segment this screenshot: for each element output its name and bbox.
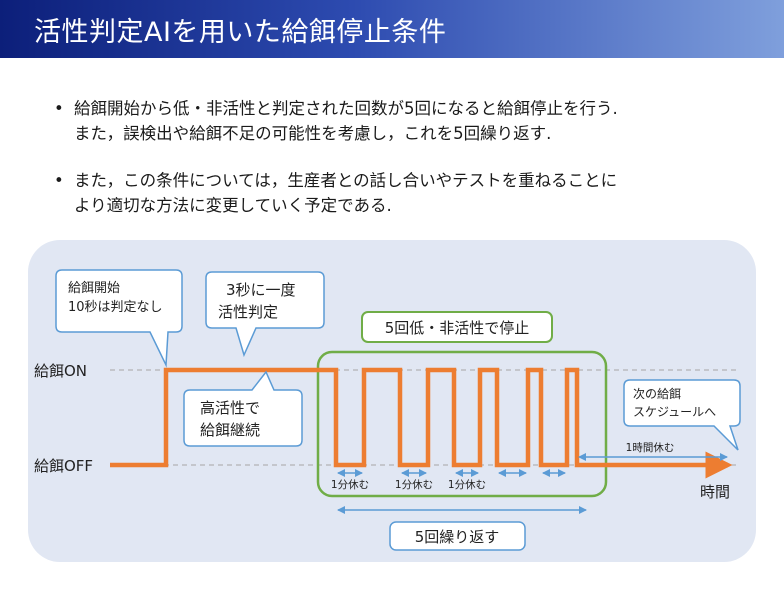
callout-feed-start <box>55 269 183 368</box>
title-bar: 活性判定AIを用いた給餌停止条件 <box>0 0 784 58</box>
long-rest-label: 1時間休む <box>626 442 675 454</box>
slide-title: 活性判定AIを用いた給餌停止条件 <box>34 17 447 48</box>
rest-label-3: 1分休む <box>448 479 486 491</box>
bullet-list: • 給餌開始から低・非活性と判定された回数が5回になると給餌停止を行う. また，… <box>54 96 754 218</box>
callout-next-schedule-line-1: 次の給餌 <box>633 386 681 401</box>
bullet-dot-icon: • <box>54 171 64 190</box>
bullet-2-line-1: また，この条件については，生産者との話し合いやテストを重ねることに <box>74 171 618 190</box>
repeat-label-box <box>389 521 526 551</box>
bullet-2-line-2: より適切な方法に変更していく予定である. <box>74 196 392 215</box>
callout-high-activity <box>183 370 303 447</box>
callout-next-schedule <box>623 379 741 451</box>
bullet-dot-icon: • <box>54 99 64 118</box>
bullet-item-1: • 給餌開始から低・非活性と判定された回数が5回になると給餌停止を行う. また，… <box>54 96 754 146</box>
label-feed-on: 給餌ON <box>34 362 87 380</box>
callout-judge-interval <box>205 271 325 358</box>
stop-group-label-box <box>361 311 553 343</box>
label-time: 時間 <box>700 483 730 501</box>
rest-label-1: 1分休む <box>331 479 369 491</box>
stop-group-box <box>316 350 608 498</box>
bullet-1-line-2: また，誤検出や給餌不足の可能性を考慮し，これを5回繰り返す. <box>74 124 552 143</box>
stop-group-label: 5回低・非活性で停止 <box>385 319 530 337</box>
callout-high-activity-line-2: 給餌継続 <box>200 421 260 439</box>
callout-feed-start-line-1: 給餌開始 <box>68 281 120 296</box>
feed-signal-waveform <box>110 367 733 479</box>
callout-judge-interval-line-1: 3秒に一度 <box>226 281 296 299</box>
bullet-1-line-1: 給餌開始から低・非活性と判定された回数が5回になると給餌停止を行う. <box>74 99 618 118</box>
callout-high-activity-line-1: 高活性で <box>200 399 260 417</box>
repeat-label: 5回繰り返す <box>415 528 500 546</box>
rest-label-2: 1分休む <box>395 479 433 491</box>
callout-judge-interval-line-2: 活性判定 <box>218 303 278 321</box>
bullet-item-2: • また，この条件については，生産者との話し合いやテストを重ねることに より適切… <box>54 168 754 218</box>
label-feed-off: 給餌OFF <box>34 457 93 475</box>
callout-feed-start-line-2: 10秒は判定なし <box>68 300 163 315</box>
callout-next-schedule-line-2: スケジュールへ <box>633 405 716 419</box>
